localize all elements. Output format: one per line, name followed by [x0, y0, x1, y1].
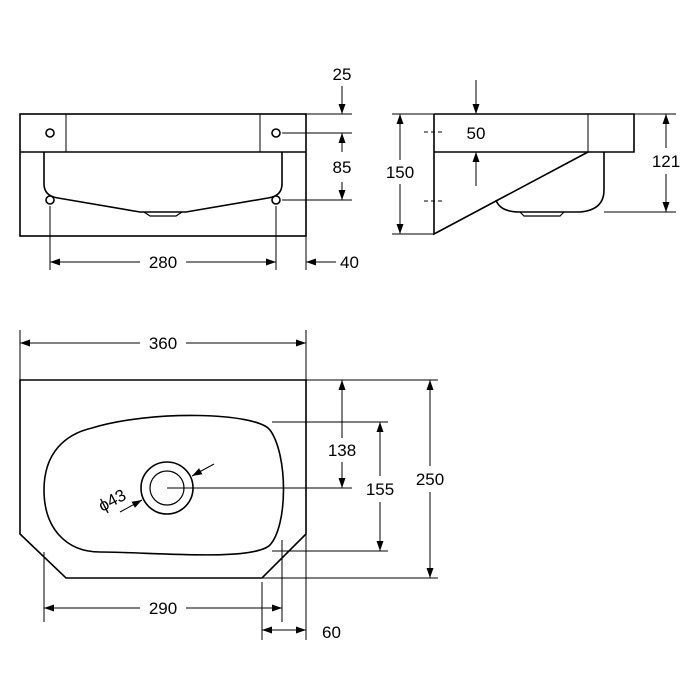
dim-side-bracket-height: 121: [652, 152, 680, 171]
dim-front-height-top: 25: [333, 65, 352, 84]
dim-side-rim-height: 50: [467, 124, 486, 143]
side-view: [433, 113, 635, 236]
mount-hole-bottom-right: [271, 195, 281, 205]
front-bowl-profile: [43, 152, 283, 213]
dim-side-total-height: 150: [386, 163, 414, 182]
top-view: [19, 379, 307, 579]
dim-top-bowl-depth: 155: [366, 480, 394, 499]
mount-hole-top-right: [271, 128, 281, 138]
dim-top-drain-offset: 138: [328, 441, 356, 460]
top-dimensions: [19, 330, 438, 640]
dim-top-bottom-width: 290: [149, 599, 177, 618]
dim-front-height-mid: 85: [333, 158, 352, 177]
front-dimension-labels: 25 85 280 40: [140, 65, 360, 272]
dim-top-total-width: 360: [149, 334, 177, 353]
side-bowl: [495, 152, 605, 213]
front-outline: [19, 113, 307, 237]
dim-front-width-holes: 280: [149, 253, 177, 272]
dim-front-depth-right: 40: [340, 253, 359, 272]
side-bracket: [433, 114, 589, 236]
front-view: [19, 113, 307, 237]
side-dimension-labels: 150 50 121: [382, 124, 686, 184]
dim-top-corner-offset: 60: [322, 623, 341, 642]
mount-hole-bottom-left: [45, 195, 55, 205]
mount-hole-top-left: [45, 128, 55, 138]
side-rim: [434, 113, 635, 153]
dim-top-drain-diameter: ϕ43: [95, 485, 129, 515]
front-drain: [143, 211, 183, 217]
top-dimension-labels: 360 138 155 250 ϕ43 290 60: [95, 333, 452, 642]
top-bowl: [43, 414, 285, 556]
dim-top-total-depth: 250: [416, 470, 444, 489]
side-drain: [519, 211, 565, 217]
